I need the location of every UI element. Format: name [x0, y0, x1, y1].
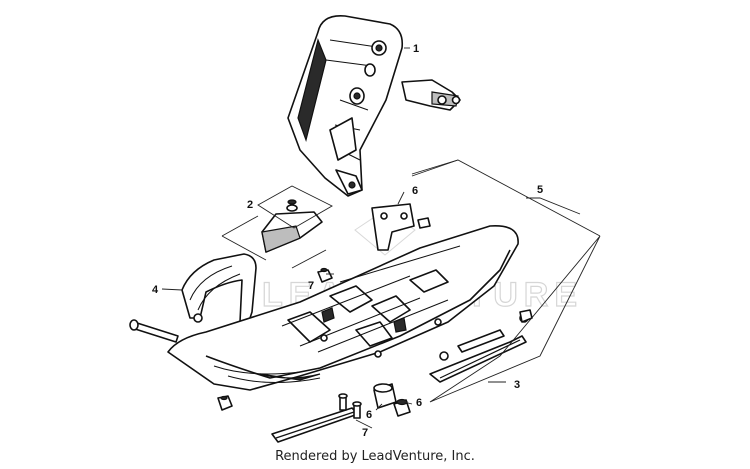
part-2-wear-block	[261, 199, 323, 253]
part-7-nut-top	[317, 267, 333, 283]
part-7-carbide-runner	[271, 393, 362, 443]
render-credit: Rendered by LeadVenture, Inc.	[275, 449, 475, 464]
part-6-bracket	[371, 203, 431, 251]
ski-body	[167, 225, 519, 391]
front-bolt	[129, 319, 179, 343]
callout-6-bushing: 6	[366, 409, 372, 421]
part-1-spindle	[287, 15, 404, 197]
part-4-handle	[181, 253, 257, 331]
callout-1: 1	[413, 43, 419, 55]
spindle-bolt-assembly	[401, 79, 461, 111]
part-3-wear-bar	[429, 309, 533, 383]
callout-2: 2	[247, 199, 253, 211]
callout-6-washer: 6	[416, 397, 422, 409]
part-6-bushings	[373, 383, 411, 417]
callout-7-runner: 7	[362, 427, 368, 439]
callout-4: 4	[152, 284, 159, 296]
callouts: 1 2 3 4 5 6 6 6 7 7	[152, 43, 543, 439]
front-nut	[217, 395, 233, 411]
callout-7-nut: 7	[308, 280, 314, 292]
callout-6-bracket: 6	[412, 185, 418, 197]
leader-lines	[161, 47, 601, 429]
callout-3: 3	[514, 379, 520, 391]
callout-5: 5	[537, 184, 543, 196]
